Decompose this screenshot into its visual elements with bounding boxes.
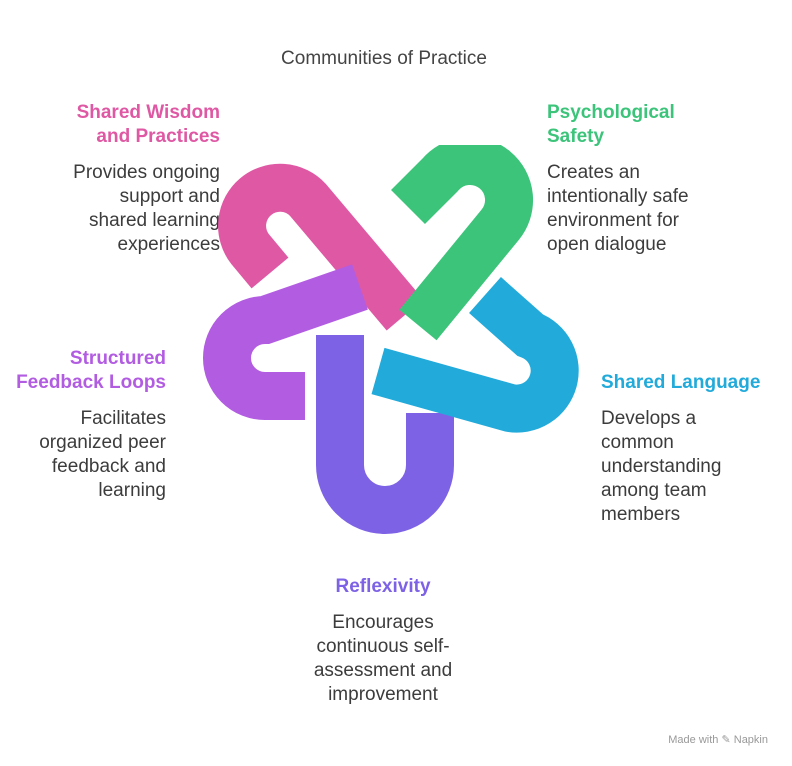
- loop-shared-wisdom: [218, 163, 424, 331]
- node-reflexivity: Reflexivity Encourages continuous self- …: [268, 575, 498, 707]
- loop-structured-feedback: [203, 264, 368, 420]
- interlocking-loops-diagram: [203, 145, 579, 534]
- node-structured-feedback: Structured Feedback Loops Facilitates or…: [0, 347, 166, 503]
- node-shared-language: Shared Language Develops a common unders…: [601, 371, 791, 527]
- node-description: Provides ongoing support and shared lear…: [73, 162, 220, 255]
- page-title: Communities of Practice: [281, 48, 487, 69]
- loop-shared-language: [371, 277, 579, 433]
- node-description: Facilitates organized peer feedback and …: [39, 408, 166, 501]
- node-description: Encourages continuous self- assessment a…: [313, 612, 453, 705]
- node-heading: Psychological Safety: [547, 102, 675, 147]
- node-description: Creates an intentionally safe environmen…: [547, 162, 689, 255]
- node-heading: Structured Feedback Loops: [16, 348, 166, 393]
- brand-name: Napkin: [733, 734, 768, 746]
- credit: Made with ✎ Napkin: [668, 733, 768, 746]
- node-description: Develops a common understanding among te…: [601, 408, 722, 525]
- node-shared-wisdom: Shared Wisdom and Practices Provides ong…: [0, 101, 220, 257]
- node-heading: Shared Language: [601, 372, 761, 393]
- node-heading: Shared Wisdom and Practices: [76, 102, 220, 147]
- node-heading: Reflexivity: [335, 576, 431, 597]
- made-with-label: Made with: [668, 734, 719, 746]
- napkin-logo-icon: ✎: [721, 734, 731, 746]
- node-psychological-safety: Psychological Safety Creates an intentio…: [547, 101, 787, 257]
- loop-reflexivity: [316, 335, 454, 534]
- loop-psychological-safety: [391, 145, 534, 341]
